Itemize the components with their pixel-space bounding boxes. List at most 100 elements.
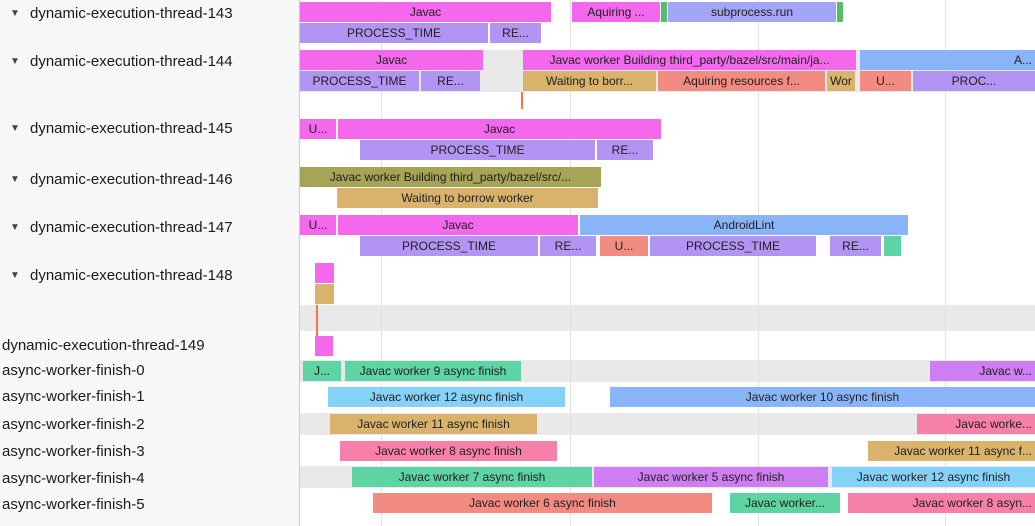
trace-slice[interactable]: U... [860,71,911,91]
track-name-row[interactable]: async-worker-finish-1 [0,387,300,407]
slice-label: Javac worker Building third_party/bazel/… [549,53,830,67]
trace-slice[interactable]: PROCESS_TIME [360,236,538,256]
track-name-row[interactable]: ▼dynamic-execution-thread-147 [0,218,328,238]
trace-slice[interactable]: J... [303,361,341,381]
trace-slice[interactable]: PROCESS_TIME [300,23,488,43]
slice-label: Javac [442,218,474,232]
trace-slice[interactable]: Javac [300,50,483,70]
slice-label: PROCESS_TIME [685,239,781,253]
trace-slice[interactable]: Waiting to borrow worker [337,188,598,208]
trace-slice[interactable] [837,2,843,22]
slice-label: Javac worker 9 async finish [359,364,507,378]
trace-slice[interactable]: Javac worker 12 async finish [832,467,1035,487]
slice-label: Wor [830,74,852,88]
track-name-row[interactable]: ▼dynamic-execution-thread-144 [0,52,328,72]
track-name-row[interactable]: async-worker-finish-5 [0,495,300,515]
trace-slice[interactable]: Javac worker 10 async finish [610,387,1035,407]
trace-slice[interactable]: Javac worker 9 async finish [345,361,521,381]
trace-slice[interactable]: RE... [540,236,596,256]
collapse-arrow-icon[interactable]: ▼ [10,270,20,281]
track-name-row[interactable]: dynamic-execution-thread-149 [0,336,300,356]
trace-slice[interactable]: U... [300,119,336,139]
track-name-label: dynamic-execution-thread-149 [2,337,205,354]
slice-label: U... [876,74,895,88]
slice-label: Javac worker 10 async finish [745,390,900,404]
slice-label: RE... [554,239,582,253]
trace-slice[interactable]: subprocess.run [668,2,836,22]
trace-slice[interactable] [315,263,334,283]
track-name-row[interactable]: ▼dynamic-execution-thread-148 [0,266,328,286]
instant-marker[interactable] [521,92,523,109]
instant-marker[interactable] [316,305,318,336]
track-name-label: async-worker-finish-1 [2,388,145,405]
trace-slice[interactable]: Javac worker 12 async finish [328,387,565,407]
trace-slice[interactable]: Javac worker Building third_party/bazel/… [523,50,856,70]
trace-slice[interactable] [884,236,901,256]
trace-slice[interactable]: Javac w... [930,361,1035,381]
trace-slice[interactable]: Javac worker 8 asyn... [848,493,1035,513]
track-name-label: dynamic-execution-thread-145 [30,120,233,137]
trace-slice[interactable]: AndroidLint [580,215,908,235]
track-name-row[interactable]: async-worker-finish-2 [0,415,300,435]
trace-slice[interactable]: Waiting to borr... [523,71,656,91]
trace-slice[interactable]: Javac worke... [917,414,1035,434]
track-name-row[interactable]: async-worker-finish-4 [0,469,300,489]
slice-label: Javac worker 12 async finish [369,390,524,404]
slice-label: Javac worker 7 async finish [398,470,546,484]
trace-slice[interactable]: A... [860,50,1035,70]
collapse-arrow-icon[interactable]: ▼ [10,8,20,19]
gridline [758,0,759,526]
collapse-arrow-icon[interactable]: ▼ [10,174,20,185]
trace-slice[interactable]: Javac worker 8 async finish [340,441,557,461]
trace-slice[interactable]: Javac worker 6 async finish [373,493,712,513]
trace-slice[interactable]: RE... [830,236,881,256]
slice-label: Javac worker 8 async finish [375,444,522,458]
track-name-label: dynamic-execution-thread-143 [30,5,233,22]
trace-slice[interactable]: PROCESS_TIME [300,71,419,91]
track-name-row[interactable]: ▼ dynamic-execution-thread-143 [0,4,328,24]
trace-slice[interactable]: Javac [300,2,551,22]
track-name-row[interactable]: ▼ dynamic-execution-thread-146 [0,170,328,190]
collapse-arrow-icon[interactable]: ▼ [10,56,20,67]
slice-label: PROCESS_TIME [401,239,497,253]
trace-slice[interactable]: U... [300,215,336,235]
slice-label: U... [308,122,328,136]
trace-slice[interactable]: U... [600,236,648,256]
trace-slice[interactable]: RE... [490,23,541,43]
slice-label: Javac [409,5,442,19]
track-name-label: dynamic-execution-thread-146 [30,171,233,188]
track-name-label: async-worker-finish-4 [2,470,145,487]
trace-slice[interactable]: RE... [421,71,480,91]
trace-slice[interactable]: Javac worker 5 async finish [594,467,828,487]
trace-slice[interactable]: Javac worker 7 async finish [352,467,592,487]
track-name-row[interactable]: async-worker-finish-3 [0,442,300,462]
trace-slice[interactable] [315,284,334,304]
trace-slice[interactable]: Wor [827,71,855,91]
slice-label: U... [308,218,328,232]
slice-label: Aquiring resources f... [683,74,800,88]
track-name-row[interactable]: async-worker-finish-0 [0,361,300,381]
trace-slice[interactable]: Javac worker 11 async finish [330,414,537,434]
trace-slice[interactable] [315,336,333,356]
slice-label: Aquiring ... [587,5,645,19]
collapse-arrow-icon[interactable]: ▼ [10,222,20,233]
trace-slice[interactable]: Javac [338,119,661,139]
trace-slice[interactable]: Aquiring resources f... [658,71,825,91]
trace-slice[interactable]: Javac worker Building third_party/bazel/… [300,167,601,187]
slice-label: PROCESS_TIME [346,26,442,40]
collapse-arrow-icon[interactable]: ▼ [10,123,20,134]
trace-slice[interactable]: PROCESS_TIME [360,140,595,160]
trace-slice[interactable]: Aquiring ... [572,2,660,22]
track-name-label: async-worker-finish-3 [2,443,145,460]
trace-slice[interactable]: Javac [338,215,578,235]
trace-slice[interactable]: Javac worker... [730,493,840,513]
track-name-row[interactable]: ▼ dynamic-execution-thread-145 [0,119,328,139]
slice-label: RE... [437,74,464,88]
slice-label: J... [313,364,330,378]
trace-slice[interactable]: PROCESS_TIME [650,236,816,256]
trace-slice[interactable]: RE... [597,140,653,160]
trace-slice[interactable]: Javac worker 11 async f... [868,441,1035,461]
trace-slice[interactable] [661,2,667,22]
trace-slice[interactable]: PROC... [913,71,1035,91]
